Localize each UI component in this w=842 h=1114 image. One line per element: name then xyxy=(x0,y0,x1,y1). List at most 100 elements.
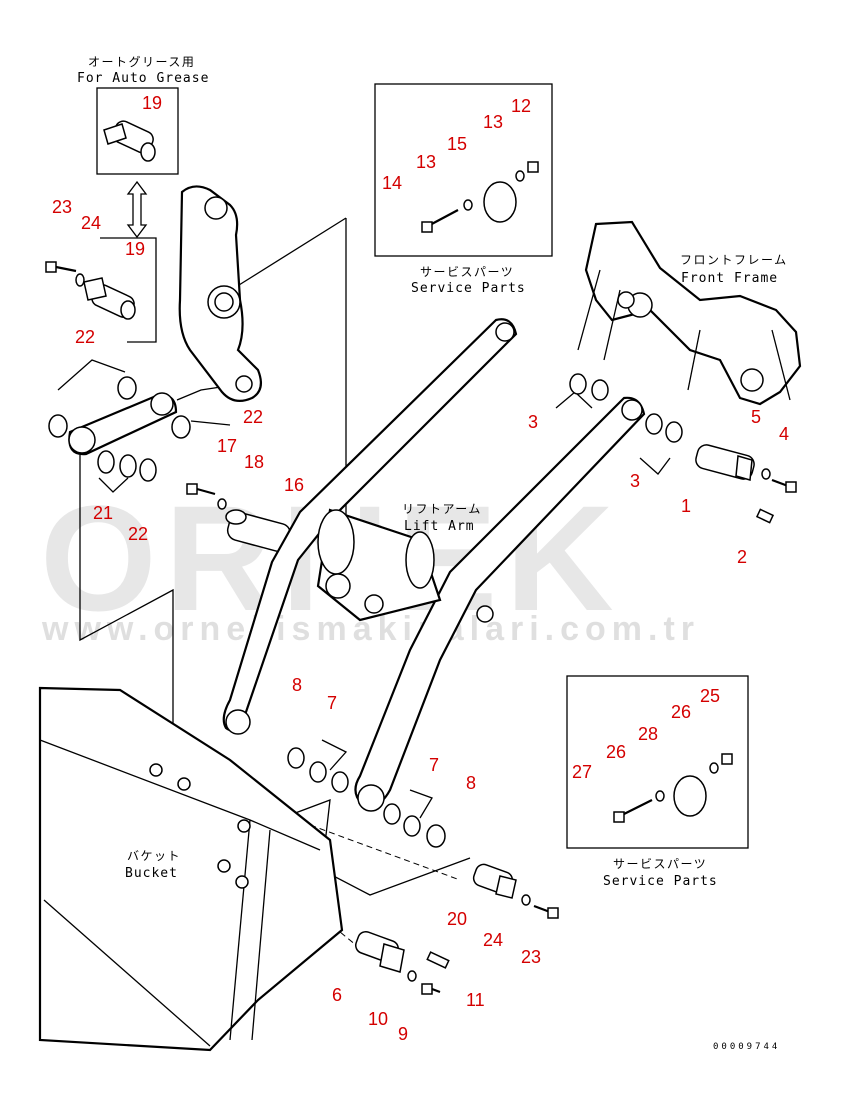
front-frame-label-jp: フロントフレーム xyxy=(680,253,788,267)
service-parts-bottom-en: Service Parts xyxy=(603,874,718,889)
bolt-4 xyxy=(771,478,797,493)
service-washer-26b xyxy=(709,762,719,774)
drawing-code: 00009744 xyxy=(713,1042,780,1052)
callout-24-top: 24 xyxy=(81,213,101,233)
service-washer-13a xyxy=(463,199,473,211)
callout-22-a: 22 xyxy=(75,327,95,347)
service-washer-26a xyxy=(655,790,665,802)
service-parts-top-en: Service Parts xyxy=(411,281,526,296)
double-arrow xyxy=(126,180,148,239)
callout-24-bottom: 24 xyxy=(483,930,503,950)
callout-22-c: 22 xyxy=(128,524,148,544)
callout-19-inner: 19 xyxy=(125,239,145,259)
bucket-label-jp: バケット xyxy=(127,849,181,863)
washer-24-top xyxy=(75,273,85,287)
auto-grease-label-jp: オートグリース用 xyxy=(88,55,195,69)
grease-fitting-11 xyxy=(426,951,450,969)
washer-10 xyxy=(407,970,417,982)
spacers-3-mid xyxy=(645,413,683,443)
callout-21: 21 xyxy=(93,503,113,523)
callout-13-b: 13 xyxy=(483,112,503,132)
spacers-3-top xyxy=(569,373,609,401)
grease-pin-inner xyxy=(83,277,136,320)
bucket xyxy=(38,686,344,1052)
service-bolt-14 xyxy=(421,209,459,233)
pin-6 xyxy=(355,930,405,973)
auto-grease-inner-box xyxy=(100,237,157,343)
callout-19-top: 19 xyxy=(142,93,162,113)
front-frame xyxy=(577,220,802,406)
callout-27: 27 xyxy=(572,762,592,782)
bolt-17 xyxy=(186,483,216,496)
callout-22-b: 22 xyxy=(243,407,263,427)
service-parts-box-bottom xyxy=(566,675,749,849)
lift-arm-right xyxy=(354,396,646,812)
callout-2: 2 xyxy=(737,547,747,567)
callout-5: 5 xyxy=(751,407,761,427)
shim-8-right xyxy=(426,824,446,848)
bolt-9 xyxy=(421,983,441,995)
service-nut-12 xyxy=(527,161,539,173)
callout-26-a: 26 xyxy=(606,742,626,762)
callout-17: 17 xyxy=(217,436,237,456)
grease-pin-top xyxy=(103,120,156,162)
callout-7-left: 7 xyxy=(327,693,337,713)
front-frame-label-en: Front Frame xyxy=(681,271,778,286)
callout-1: 1 xyxy=(681,496,691,516)
spacer-7-left-a xyxy=(309,761,327,783)
spacers-21-22 xyxy=(97,450,157,482)
callout-11: 11 xyxy=(466,990,485,1010)
service-parts-top-jp: サービスパーツ xyxy=(420,265,514,279)
washer-24-bottom xyxy=(521,894,531,906)
callout-18: 18 xyxy=(244,452,264,472)
callout-7-right: 7 xyxy=(429,755,439,775)
service-parts-bottom-jp: サービスパーツ xyxy=(613,857,707,871)
lift-arm-label-jp: リフトアーム xyxy=(402,502,482,516)
service-ring-15 xyxy=(483,181,517,223)
pin-1 xyxy=(695,444,755,481)
shim-8-left xyxy=(287,747,305,769)
callout-8-left: 8 xyxy=(292,675,302,695)
service-bolt-27 xyxy=(613,799,653,823)
callout-9: 9 xyxy=(398,1024,408,1044)
callout-15: 15 xyxy=(447,134,467,154)
grease-fitting-2 xyxy=(755,508,775,524)
bucket-label-en: Bucket xyxy=(125,866,178,881)
washer-4 xyxy=(761,468,771,480)
callout-26-b: 26 xyxy=(671,702,691,722)
service-parts-box-top xyxy=(374,83,553,257)
callout-23-top: 23 xyxy=(52,197,72,217)
callout-28: 28 xyxy=(638,724,658,744)
washer-18 xyxy=(217,498,227,510)
bolt-23-bottom xyxy=(533,904,559,919)
lift-arm-label-en: Lift Arm xyxy=(404,519,475,534)
auto-grease-box xyxy=(96,87,179,175)
cross-tube xyxy=(316,508,442,622)
callout-3-a: 3 xyxy=(528,412,538,432)
callout-4: 4 xyxy=(779,424,789,444)
callout-25: 25 xyxy=(700,686,720,706)
callout-6: 6 xyxy=(332,985,342,1005)
callout-20: 20 xyxy=(447,909,467,929)
callout-12: 12 xyxy=(511,96,531,116)
spacer-7-right-b xyxy=(403,815,421,837)
bucket-link xyxy=(48,376,191,456)
callout-8-right: 8 xyxy=(466,773,476,793)
bellcrank xyxy=(178,185,263,403)
spacer-7-left-b xyxy=(331,771,349,793)
service-nut-25 xyxy=(721,753,733,765)
service-washer-13b xyxy=(515,170,525,182)
callout-16: 16 xyxy=(284,475,304,495)
callout-10: 10 xyxy=(368,1009,388,1029)
auto-grease-label-en: For Auto Grease xyxy=(77,71,209,86)
pin-20 xyxy=(472,863,517,899)
callout-23-bottom: 23 xyxy=(521,947,541,967)
service-ring-28 xyxy=(673,775,707,817)
lift-arm-left xyxy=(222,318,518,735)
spacer-7-right-a xyxy=(383,803,401,825)
callout-3-b: 3 xyxy=(630,471,640,491)
callout-14: 14 xyxy=(382,173,402,193)
callout-13-a: 13 xyxy=(416,152,436,172)
